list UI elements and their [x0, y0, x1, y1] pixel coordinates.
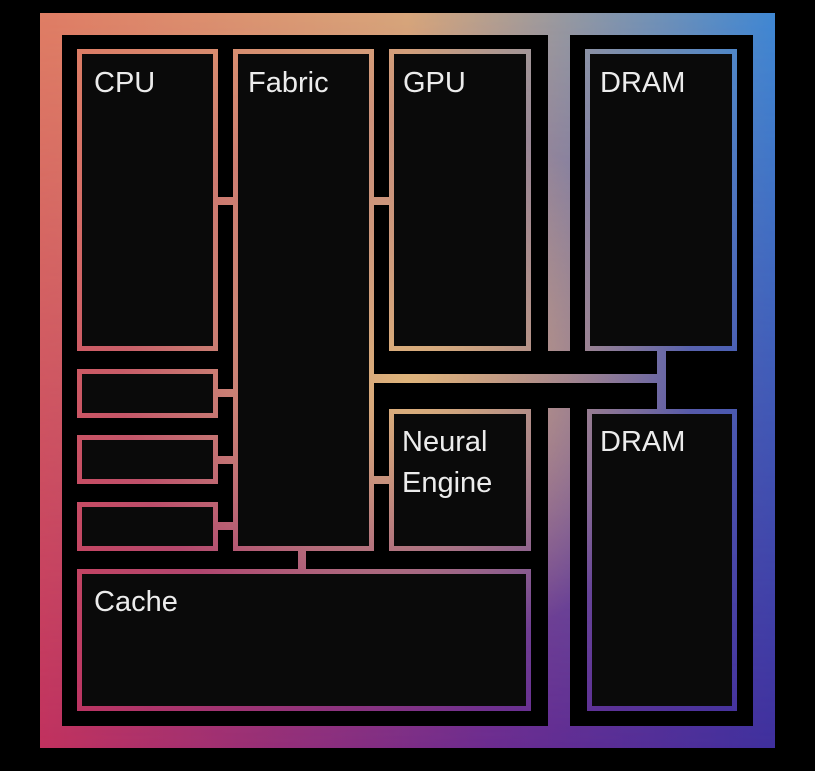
dram-bottom-block [592, 414, 732, 706]
neural-engine-label-line1: Neural [402, 426, 487, 458]
cache-label: Cache [94, 586, 178, 618]
small-block-3 [82, 507, 213, 546]
dram-top-block [590, 54, 732, 346]
dram-bottom-label: DRAM [600, 426, 685, 458]
cpu-label: CPU [94, 67, 155, 99]
small-block-2 [82, 440, 213, 479]
fabric-block [238, 54, 369, 546]
cache-block [82, 574, 526, 706]
neural-engine-block [394, 414, 526, 546]
gpu-block [394, 54, 526, 346]
gpu-label: GPU [403, 67, 466, 99]
dram-top-label: DRAM [600, 67, 685, 99]
cpu-block [82, 54, 213, 346]
fabric-label: Fabric [248, 67, 329, 99]
neural-engine-label-line2: Engine [402, 467, 492, 499]
small-block-1 [82, 374, 213, 413]
